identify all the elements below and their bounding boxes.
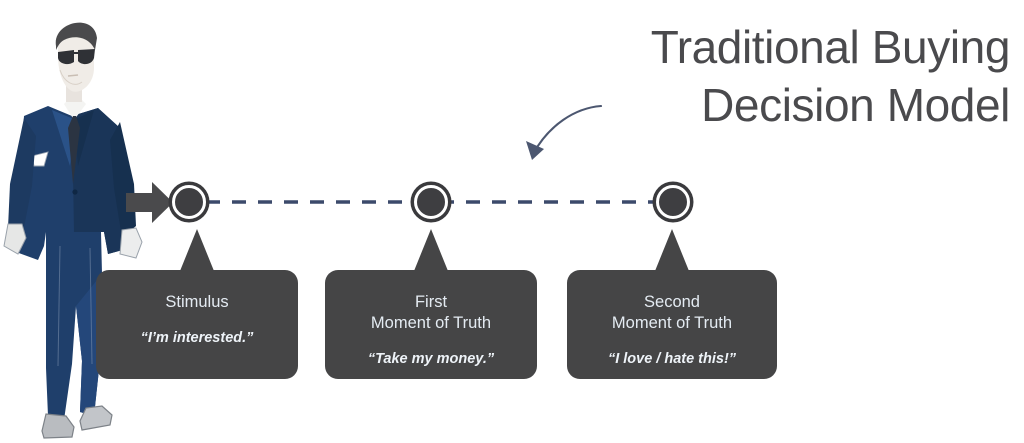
businessman-illustration xyxy=(3,22,143,439)
callout-second-moment-of-truth[interactable]: Second Moment of Truth “I love / hate th… xyxy=(567,229,777,379)
callout-stimulus[interactable]: Stimulus “I’m interested.” xyxy=(96,229,298,379)
callout-heading-line-2: Moment of Truth xyxy=(370,314,492,332)
callout-quote: “I love / hate this!” xyxy=(607,351,737,367)
page-title: Traditional Buying Decision Model xyxy=(540,18,1011,134)
callout-heading-line-1: Stimulus xyxy=(165,293,229,311)
callout-heading: First Moment of Truth xyxy=(325,292,537,334)
callout-quote: “Take my money.” xyxy=(367,351,495,367)
callout-pointer-icon xyxy=(414,229,448,271)
right-block-arrow-icon xyxy=(126,182,173,223)
callout-heading: Stimulus xyxy=(96,292,298,313)
callout-heading-line-1: First xyxy=(414,293,448,311)
callout-first-moment-of-truth[interactable]: First Moment of Truth “Take my money.” xyxy=(325,229,537,379)
curved-down-left-arrow-icon xyxy=(526,104,603,160)
callout-quote: “I’m interested.” xyxy=(140,330,254,346)
callout-pointer-icon xyxy=(180,229,214,271)
timeline-node-stimulus[interactable] xyxy=(172,185,206,219)
timeline-node-first-moment-of-truth[interactable] xyxy=(414,185,448,219)
page-title-line-1: Traditional Buying xyxy=(650,21,1011,73)
callout-heading: Second Moment of Truth xyxy=(567,292,777,334)
callout-heading-line-2: Moment of Truth xyxy=(611,314,733,332)
timeline-node-second-moment-of-truth[interactable] xyxy=(656,185,690,219)
page-title-line-2: Decision Model xyxy=(701,79,1010,131)
callout-pointer-icon xyxy=(655,229,689,271)
callout-heading-line-1: Second xyxy=(644,293,700,311)
